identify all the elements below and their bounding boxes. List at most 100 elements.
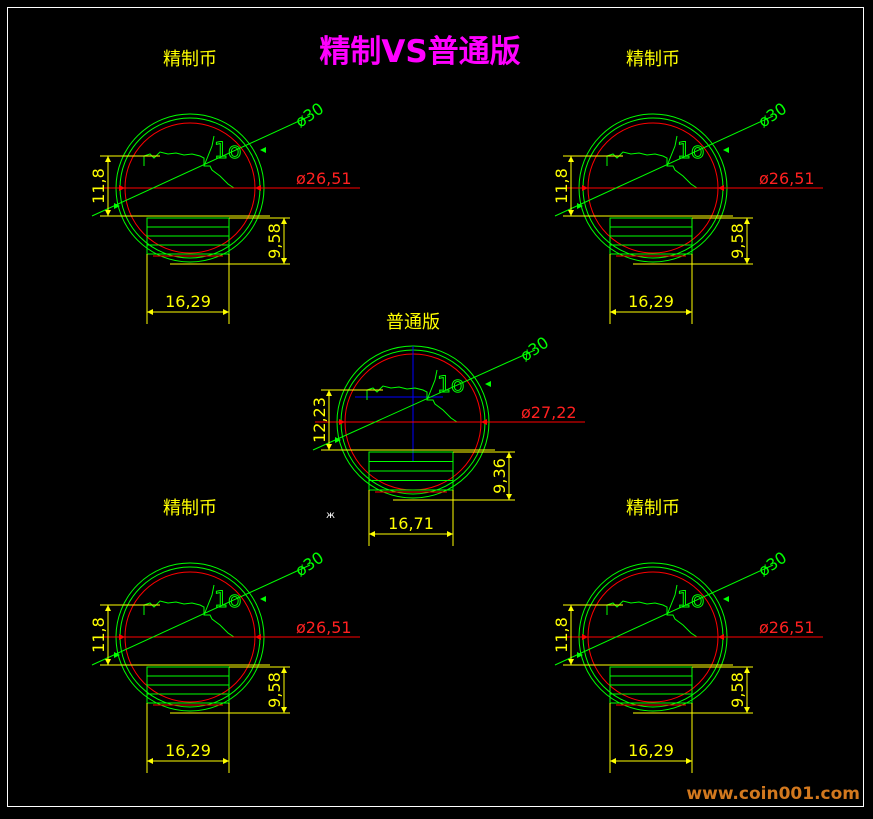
relief-spire [203,584,215,616]
inner-diameter-arrow-right [718,185,724,191]
watermark: www.coin001.com [686,784,860,804]
drawing-title: 精制VS普通版 [319,34,520,70]
outer-diameter-arrow-right [260,596,266,602]
inner-diameter-arrow-left [582,634,588,640]
inner-diameter-value: ø26,51 [759,169,815,188]
panel-label: 精制币 [163,498,217,519]
outer-diameter-arrow-left [577,652,583,658]
outer-diameter-line [91,564,311,666]
height-value: 11,8 [552,617,571,653]
box-height-arrow-top [281,667,287,673]
outer-diameter-value: ø30 [292,99,328,132]
height-value: 11,8 [89,168,108,204]
outer-diameter-arrow-left [114,652,120,658]
box-height-arrow-bottom [744,707,750,713]
coin-panels: 精制币 1o ø26,51 ø30 11,8 9,58 16,29 精制币 1o ø26,51 ø3… [89,49,823,773]
height-arrow-bottom [105,659,111,665]
drawing-frame [7,7,864,807]
inner-diameter-arrow-right [481,419,487,425]
height-arrow-bottom [568,210,574,216]
inner-diameter-arrow-left [582,185,588,191]
box-width-arrow-left [369,531,375,537]
panel-label: 普通版 [386,312,440,333]
coin-relief-profile [143,151,235,189]
box-width-arrow-right [686,309,692,315]
inner-diameter-arrow-right [718,634,724,640]
outer-diameter-arrow-right [260,147,266,153]
box-width-arrow-left [147,758,153,764]
box-width-arrow-right [223,309,229,315]
height-arrow-top [568,156,574,162]
height-arrow-bottom [105,210,111,216]
height-arrow-top [568,605,574,611]
box-width-arrow-left [610,309,616,315]
panel-label: 精制币 [163,49,217,70]
box-height-arrow-top [506,452,512,458]
denomination-glyph: 1o [214,139,241,164]
inner-diameter-value: ø26,51 [296,618,352,637]
box-width-value: 16,29 [165,741,211,760]
coin-relief-profile [143,600,235,638]
relief-spire [203,135,215,167]
relief-spire [666,135,678,167]
box-height-value: 9,58 [265,223,284,259]
height-arrow-bottom [568,659,574,665]
height-value: 11,8 [552,168,571,204]
box-width-value: 16,29 [628,292,674,311]
box-height-arrow-top [744,218,750,224]
stray-mark: ж [326,510,335,521]
box-height-arrow-top [281,218,287,224]
box-height-value: 9,58 [265,672,284,708]
outer-diameter-arrow-right [485,381,491,387]
coin-panel-proof-top-left: 精制币 1o ø26,51 ø30 11,8 9,58 16,29 [89,49,360,324]
box-height-value: 9,58 [728,223,747,259]
box-height-arrow-bottom [744,258,750,264]
outer-diameter-value: ø30 [755,99,791,132]
box-width-arrow-left [147,309,153,315]
box-width-arrow-right [686,758,692,764]
outer-diameter-line [554,115,774,217]
box-height-value: 9,36 [490,458,509,494]
inner-diameter-arrow-right [255,634,261,640]
panel-label: 精制币 [626,498,680,519]
box-width-value: 16,29 [165,292,211,311]
outer-diameter-value: ø30 [517,333,553,366]
outer-diameter-arrow-left [577,203,583,209]
inner-diameter-arrow-left [339,419,345,425]
outer-diameter-arrow-right [723,596,729,602]
height-arrow-top [105,156,111,162]
box-width-value: 16,29 [628,741,674,760]
box-height-arrow-bottom [281,258,287,264]
outer-diameter-line [554,564,774,666]
height-arrow-top [105,605,111,611]
inner-diameter-arrow-left [119,185,125,191]
inner-diameter-value: ø27,22 [521,403,577,422]
height-arrow-top [326,390,332,396]
inner-diameter-value: ø26,51 [296,169,352,188]
inner-diameter-arrow-left [119,634,125,640]
height-arrow-bottom [326,444,332,450]
coin-relief-profile [606,151,698,189]
inner-diameter-arrow-right [255,185,261,191]
outer-diameter-arrow-left [335,437,341,443]
box-width-arrow-right [447,531,453,537]
outer-diameter-value: ø30 [292,548,328,581]
box-width-value: 16,71 [388,514,434,533]
outer-diameter-value: ø30 [755,548,791,581]
denomination-glyph: 1o [677,139,704,164]
outer-diameter-arrow-left [114,203,120,209]
box-height-value: 9,58 [728,672,747,708]
inner-diameter-value: ø26,51 [759,618,815,637]
coin-relief-profile [606,600,698,638]
outer-diameter-line [91,115,311,217]
box-height-arrow-top [744,667,750,673]
denomination-glyph: 1o [214,588,241,613]
outer-diameter-arrow-right [723,147,729,153]
height-value: 12,23 [310,397,329,443]
box-height-arrow-bottom [281,707,287,713]
